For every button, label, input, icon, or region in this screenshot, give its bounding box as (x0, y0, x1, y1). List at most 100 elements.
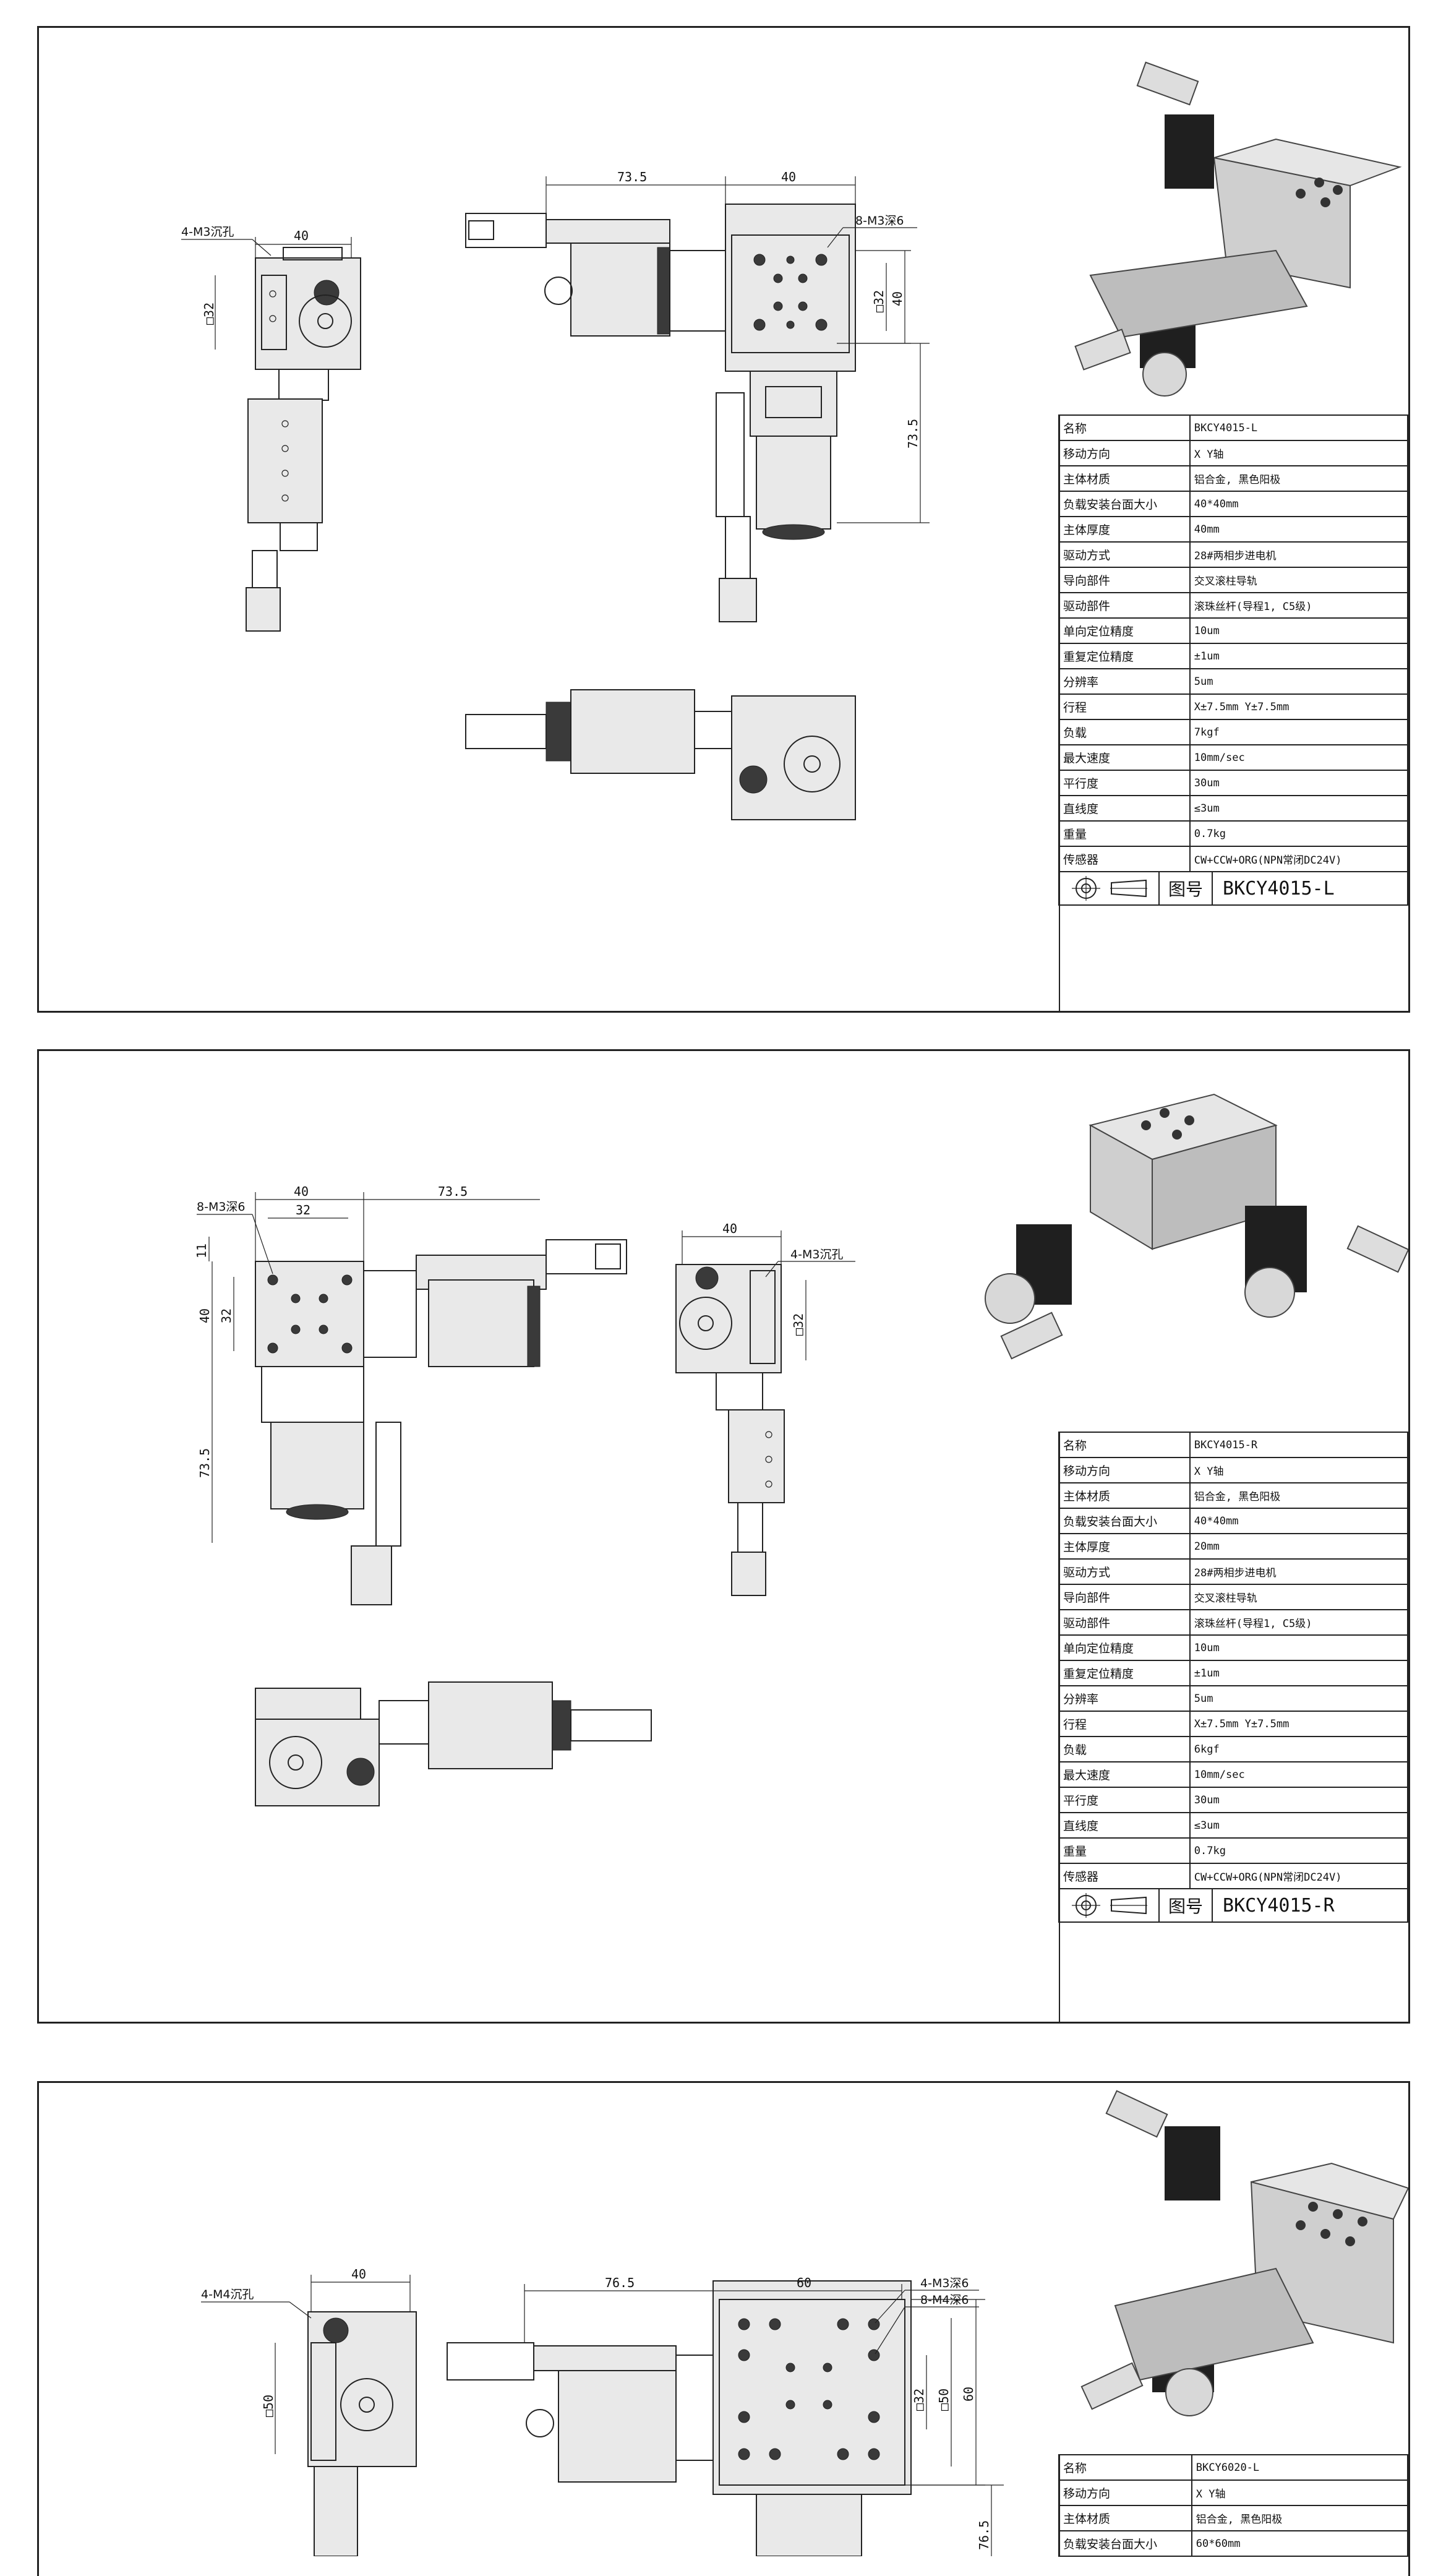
dim-left-73: 73.5 (197, 1448, 212, 1478)
drawing-no: BKCY4015-R (1223, 1894, 1335, 1917)
drawing-sheet-1: 40 □32 4-M3沉孔 (37, 26, 1410, 1013)
spec-row: 重复定位精度±1um (1058, 1660, 1409, 1686)
dim-front-length: 73.5 (617, 170, 647, 184)
spec-row: 驱动部件滚珠丝杆(导程1, C5级) (1058, 592, 1409, 619)
first-angle-circle-icon (1072, 876, 1100, 901)
dim-top-inner: 32 (296, 1203, 310, 1217)
isometric-render (1080, 2090, 1408, 2416)
bottom-view (465, 689, 856, 820)
dim-top-width: 40 (351, 2267, 366, 2282)
dim-front-square: □32 (871, 290, 886, 312)
spec-row: 驱动部件滚珠丝杆(导程1, C5级) (1058, 1609, 1409, 1636)
side-view: 40 □32 4-M3沉孔 (181, 225, 361, 632)
drawing-sheet-3: 40 □50 4-M4沉孔 76.5 60 (37, 2081, 1410, 2576)
dim-top-length: 73.5 (438, 1184, 468, 1199)
dim-side-square: □32 (202, 303, 216, 325)
spec-row: 导向部件交叉滚柱导轨 (1058, 1584, 1409, 1610)
bottom-view (255, 1681, 652, 1806)
first-angle-cone-icon (1110, 1896, 1147, 1915)
dim-front-width: 40 (781, 170, 796, 184)
spec-row: 主体材质铝合金, 黑色阳极 (1058, 2505, 1409, 2531)
title-block-1: 图号 BKCY4015-L (1058, 871, 1408, 906)
dim-front-width: 60 (797, 2275, 811, 2290)
side-view: 40 □50 4-M4沉孔 (201, 2267, 417, 2556)
dim-side-width: 40 (722, 1221, 737, 1236)
note-holes-a: 4-M3沉孔 (181, 225, 234, 239)
dim-front-square-32: □32 (912, 2389, 926, 2411)
isometric-render (985, 1093, 1408, 1360)
dim-left-40: 40 (197, 1308, 212, 1323)
spec-row: 重复定位精度±1um (1058, 643, 1409, 669)
spec-row: 直线度≤3um (1058, 1812, 1409, 1839)
projection-symbol (1059, 872, 1160, 904)
dim-left-32: 32 (219, 1308, 234, 1323)
note-holes-b: 4-M3沉孔 (790, 1248, 843, 1261)
projection-symbol (1059, 1889, 1160, 1921)
side-view: 40 □32 4-M3沉孔 (675, 1221, 855, 1596)
first-angle-cone-icon (1110, 879, 1147, 898)
technical-drawing-2: 40 32 73.5 11 40 32 73.5 8-M3深6 (194, 1093, 1408, 2022)
spec-row: 直线度≤3um (1058, 795, 1409, 822)
dim-left-11: 11 (194, 1243, 209, 1258)
dim-front-length: 76.5 (605, 2275, 635, 2290)
spec-row: 主体材质铝合金, 黑色阳极 (1058, 1482, 1409, 1509)
spec-row: 主体材质铝合金, 黑色阳极 (1058, 465, 1409, 492)
front-view: 73.5 40 □32 40 73.5 8-M3深6 (465, 170, 930, 622)
dim-top-width: 40 (294, 228, 309, 243)
dim-front-vertical: 73.5 (905, 419, 920, 449)
title-block-2: 图号 BKCY4015-R (1058, 1888, 1408, 1923)
front-view: 76.5 60 □32 □50 60 76.5 4-M3深6 8-M4深6 (447, 2275, 1004, 2556)
dim-side-square: □32 (791, 1313, 806, 1336)
drawing-no: BKCY4015-L (1223, 877, 1335, 899)
top-view: 40 32 73.5 11 40 32 73.5 8-M3深6 (194, 1184, 627, 1605)
isometric-render (1074, 61, 1402, 397)
dim-side-square: □50 (261, 2395, 276, 2417)
dim-front-vertical: 76.5 (977, 2520, 991, 2550)
drawing-no-label: 图号 (1160, 872, 1213, 904)
note-holes-a: 8-M3深6 (197, 1200, 246, 1214)
note-holes-a: 4-M4沉孔 (201, 2288, 254, 2301)
note-holes-c: 8-M4深6 (920, 2293, 969, 2307)
dim-front-height: 40 (890, 291, 905, 306)
spec-row: 导向部件交叉滚柱导轨 (1058, 567, 1409, 593)
first-angle-circle-icon (1072, 1893, 1100, 1918)
technical-drawing-3: 40 □50 4-M4沉孔 76.5 60 (201, 2090, 1408, 2556)
note-holes-b: 4-M3深6 (920, 2277, 969, 2290)
dim-front-square-50: □50 (936, 2389, 951, 2411)
note-holes-b: 8-M3深6 (855, 214, 904, 228)
dim-top-width: 40 (294, 1184, 309, 1199)
technical-drawing-1: 40 □32 4-M3沉孔 (181, 61, 1402, 1011)
drawing-sheet-2: 40 32 73.5 11 40 32 73.5 8-M3深6 (37, 1049, 1410, 2024)
